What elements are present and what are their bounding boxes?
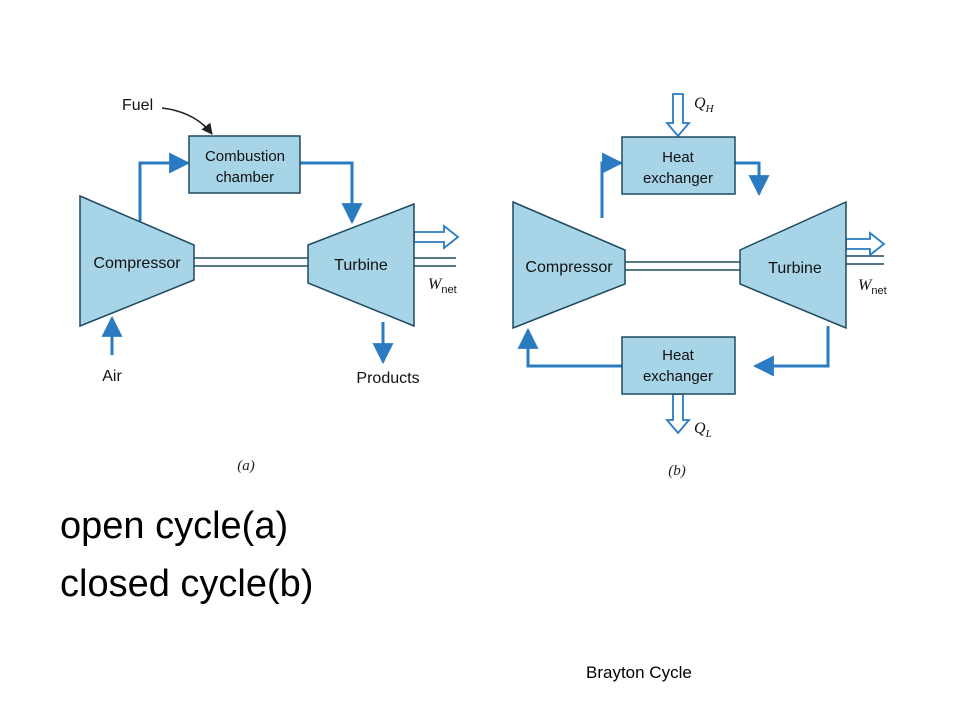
- heat-exchanger-top-label-1: Heat: [662, 149, 695, 166]
- wnet-label-b: Wnet: [858, 277, 887, 297]
- turbine-to-bottom-hx-line: [752, 326, 830, 377]
- work-output-arrow-a: [413, 224, 460, 250]
- turbine-a: [307, 202, 415, 328]
- caption-b: (b): [668, 463, 686, 479]
- heat-exchanger-bottom-label-2: exchanger: [643, 368, 713, 385]
- bullet-closed-cycle: closed cycle(b): [60, 563, 314, 605]
- compressor-label-b: Compressor: [525, 259, 613, 276]
- heat-exchanger-top-label-2: exchanger: [643, 170, 713, 187]
- open-cycle-diagram: Fuel Combustion chamber Compressor Turbi…: [79, 97, 460, 474]
- turbine-b: [739, 200, 847, 330]
- heat-output-arrow: [665, 393, 691, 435]
- fuel-arrow: [161, 107, 213, 135]
- turbine-label-b: Turbine: [768, 260, 822, 277]
- heat-input-arrow: [665, 93, 691, 138]
- shaft-a: [194, 257, 456, 267]
- fuel-label: Fuel: [122, 97, 153, 114]
- heat-exchanger-bottom-label-1: Heat: [662, 347, 695, 364]
- qh-label: QH: [694, 95, 715, 115]
- compressor-label-a: Compressor: [93, 255, 181, 272]
- bullet-open-cycle: open cycle(a): [60, 505, 289, 547]
- combustion-to-turbine-line: [300, 161, 363, 225]
- shaft-b: [625, 255, 884, 271]
- top-hx-to-turbine-line: [735, 161, 770, 197]
- brayton-cycle-diagram: Fuel Combustion chamber Compressor Turbi…: [79, 93, 887, 479]
- heat-exchanger-bottom: [621, 336, 736, 395]
- heat-exchanger-top: [621, 136, 736, 195]
- caption-a: (a): [237, 458, 255, 474]
- closed-cycle-diagram: QH Heat exchanger Compressor Turbine Wne…: [512, 93, 887, 479]
- products-label: Products: [356, 370, 419, 387]
- slide-footer: Brayton Cycle: [586, 663, 692, 682]
- air-label: Air: [102, 368, 122, 385]
- turbine-label-a: Turbine: [334, 257, 388, 274]
- compressor-a: [79, 194, 195, 328]
- work-output-arrow-b: [845, 231, 886, 257]
- combustion-chamber-label-1: Combustion: [205, 148, 285, 165]
- wnet-label-a: Wnet: [428, 276, 457, 296]
- compressor-to-combustion-line: [138, 152, 191, 222]
- compressor-to-top-hx-line: [600, 152, 624, 218]
- combustion-chamber: [188, 135, 301, 194]
- ql-label: QL: [694, 420, 712, 440]
- bottom-hx-to-compressor-line: [517, 327, 622, 368]
- combustion-chamber-label-2: chamber: [216, 169, 274, 186]
- compressor-b: [512, 200, 626, 330]
